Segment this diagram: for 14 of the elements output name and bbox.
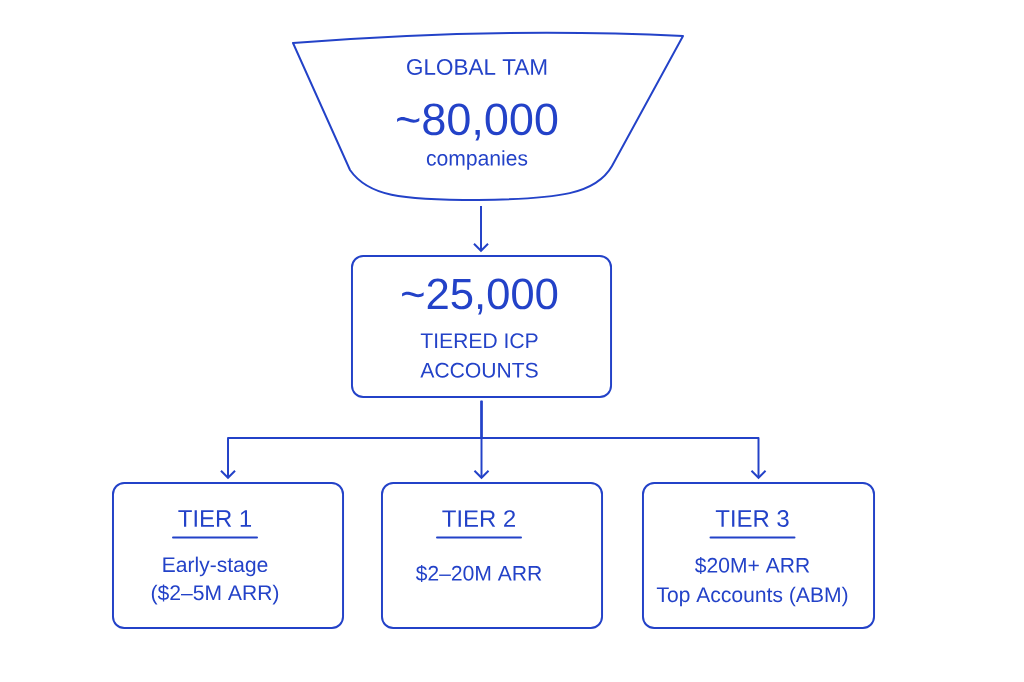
tier-heading: TIER 1 (178, 510, 251, 527)
arrow (480, 399, 767, 480)
arrow (473, 205, 490, 253)
big-number: ~80,000 (397, 103, 558, 141)
tier-heading: TIER 3 (715, 510, 789, 527)
big-number: ~25,000 (402, 278, 558, 315)
tier-heading: TIER 2 (442, 510, 515, 527)
tier-description: $2–20M ARR (415, 564, 542, 582)
tier-description: $20M+ ARR (695, 556, 810, 574)
title-text: GLOBAL TAM (407, 59, 547, 75)
unit-text: companies (426, 150, 528, 170)
tier-description: Top Accounts (ABM) (656, 586, 848, 607)
tier-description: Early-stage ($2–5M ARR) (151, 556, 279, 605)
box-label: TIERED ICP ACCOUNTS (420, 333, 538, 378)
